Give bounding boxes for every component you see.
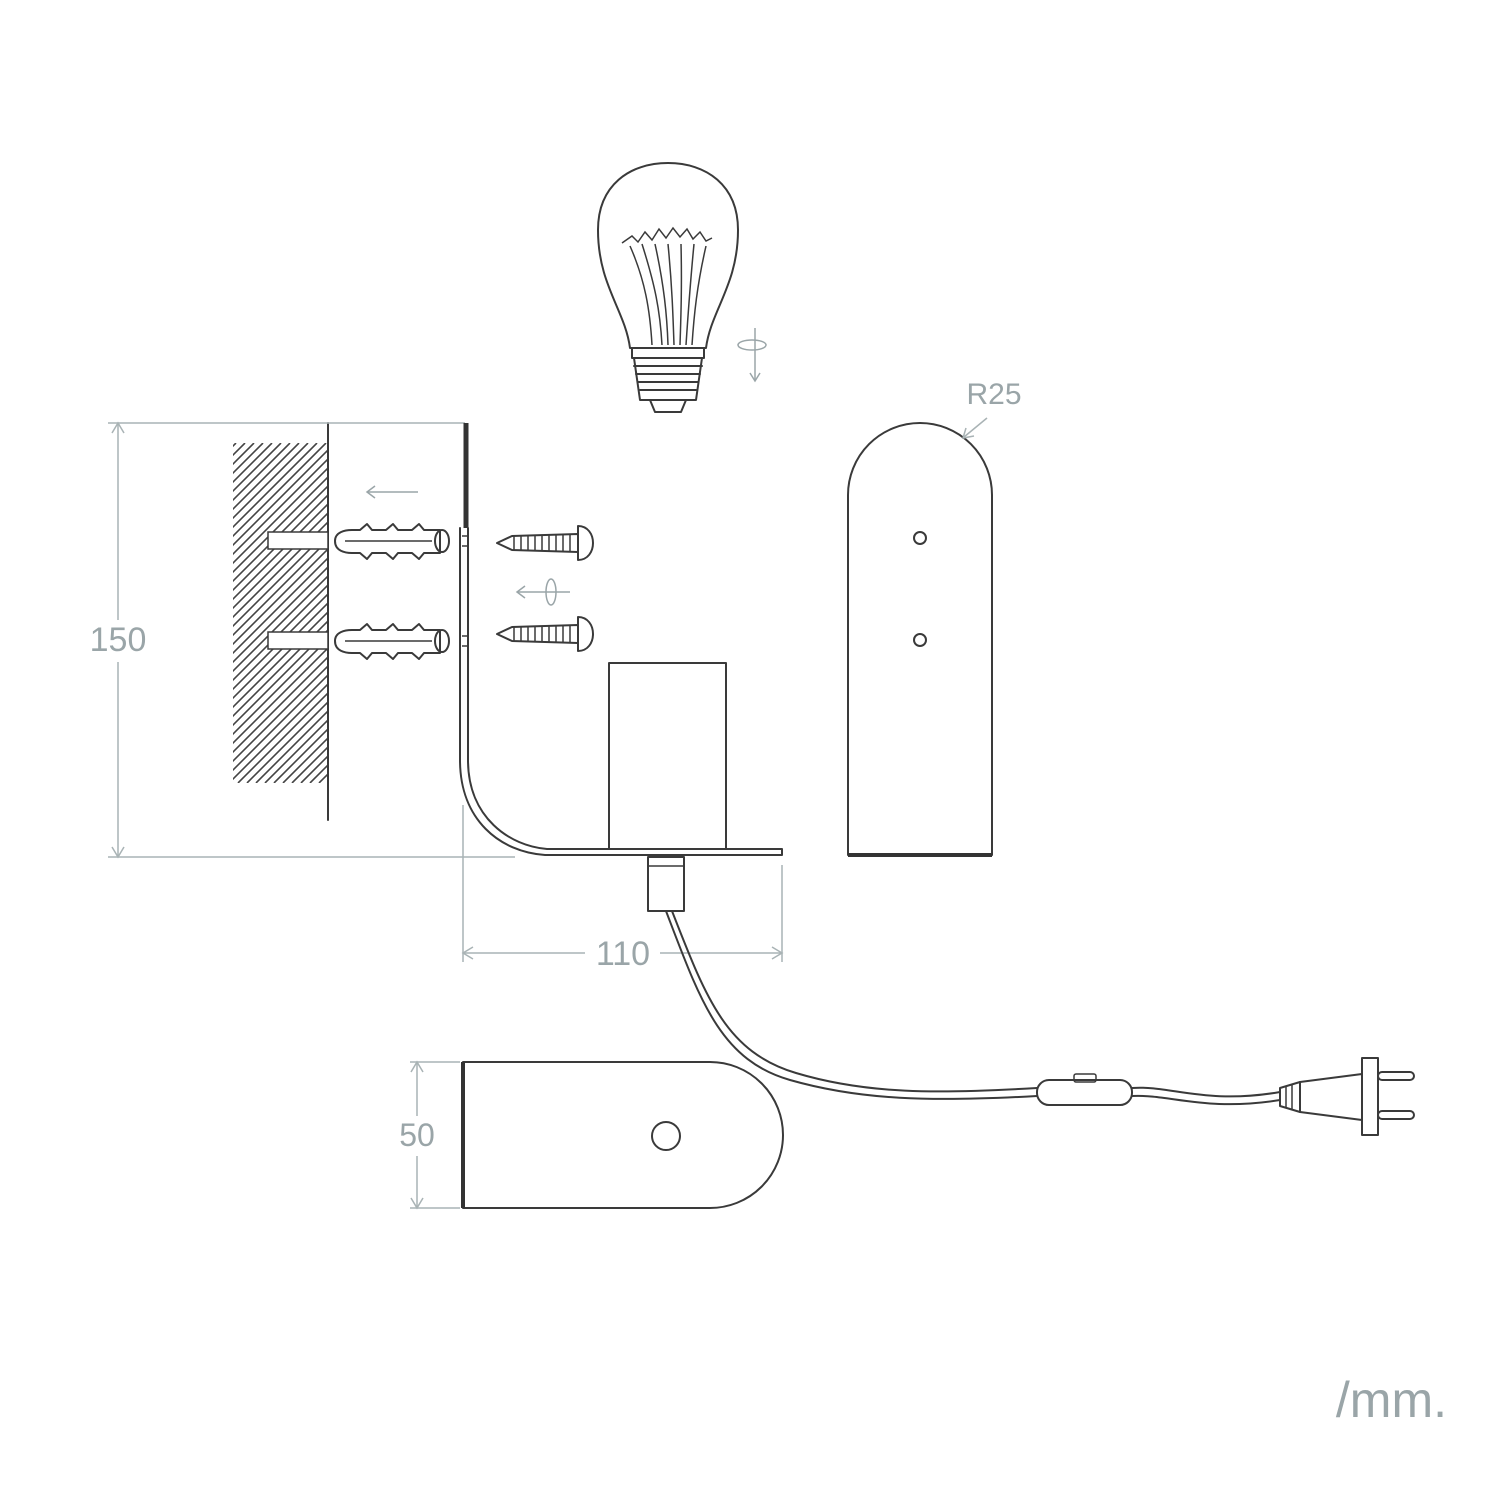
hatch-line [233, 584, 327, 682]
hatch-line [233, 593, 327, 691]
hatch-line [233, 539, 327, 637]
screw-icon [496, 525, 594, 652]
width-dimension [410, 1060, 460, 1210]
hatch-line [233, 656, 327, 754]
hatch-line [233, 494, 327, 592]
hatch-line [233, 467, 327, 565]
hatch-line [233, 521, 327, 619]
hatch-line [246, 701, 327, 783]
hatch-line [0, 443, 227, 783]
hatch-line [373, 443, 713, 783]
rotate-icon [737, 328, 767, 383]
screw-rotate-icon [515, 578, 570, 606]
height-label: 150 [90, 621, 147, 659]
hatch-line [233, 443, 318, 529]
hatch-line [400, 443, 740, 783]
hatch-line [300, 755, 327, 783]
hatch-line [273, 728, 327, 783]
hatch-line [328, 443, 668, 783]
hatch-line [233, 512, 327, 610]
hatch-line [264, 719, 327, 783]
hatch-line [364, 443, 704, 783]
hatch-line [233, 443, 264, 475]
depth-dimension [461, 805, 784, 962]
lamp-holder [608, 662, 727, 912]
hatch-line [309, 764, 327, 783]
hatch-line [233, 449, 327, 547]
hatch-line [233, 503, 327, 601]
hatch-line [346, 443, 686, 783]
height-dimension [108, 421, 515, 859]
hatch-line [233, 443, 300, 511]
hatch-line [233, 620, 327, 718]
hatch-line [233, 638, 327, 736]
hatch-line [233, 548, 327, 646]
hatch-line [0, 443, 182, 783]
bulb-icon [597, 162, 739, 413]
hatch-line [233, 443, 255, 466]
hatch-line [0, 443, 218, 783]
hatch-line [391, 443, 731, 783]
insert-arrow-icon [365, 485, 418, 499]
units-label: /mm. [1336, 1372, 1447, 1428]
hatch-line [233, 665, 327, 763]
plug-icon [1279, 1057, 1415, 1136]
hatch-line [0, 443, 173, 783]
hatch-line [233, 557, 327, 655]
hatch-line [233, 443, 327, 538]
hatch-line [233, 485, 327, 583]
width-label: 50 [399, 1117, 435, 1153]
front-plate [847, 422, 993, 857]
bracket-side [459, 423, 783, 856]
hatch-line [427, 443, 767, 783]
hatch-line [233, 443, 273, 484]
hatch-line [255, 710, 327, 783]
hatch-line [233, 443, 291, 502]
hatch-line [233, 458, 327, 556]
radius-label: R25 [966, 378, 1021, 411]
hatch-line [233, 443, 246, 457]
hatch-line [233, 674, 327, 772]
hatch-line [282, 737, 327, 783]
power-cable [665, 910, 1038, 1100]
radius-leader [961, 417, 988, 439]
hatch-line [337, 443, 677, 783]
hatch-line [233, 602, 327, 700]
hatch-line [233, 566, 327, 664]
hatch-line [355, 443, 695, 783]
hatch-line [233, 443, 309, 520]
base-plate [461, 1061, 784, 1209]
hatch-line [233, 683, 327, 781]
hatch-line [291, 746, 327, 783]
hatch-line [0, 443, 191, 783]
hatch-line [237, 692, 327, 783]
hatch-line [0, 443, 209, 783]
hatch-line [0, 443, 200, 783]
hatch-line [382, 443, 722, 783]
hatch-line [233, 647, 327, 745]
wall-section [0, 422, 767, 821]
hatch-line [233, 530, 327, 628]
depth-label: 110 [596, 935, 650, 973]
hatch-line [233, 575, 327, 673]
wall-plug-icon [267, 523, 450, 660]
switch-icon [1036, 1073, 1281, 1106]
hatch-line [233, 476, 327, 574]
